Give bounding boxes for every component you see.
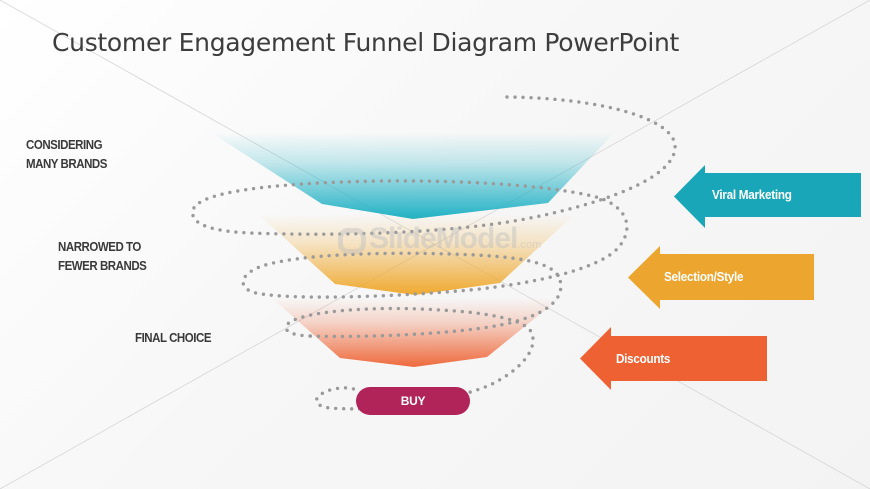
arrow-viral-marketing: Viral Marketing xyxy=(674,165,861,228)
watermark: SlideModel.com xyxy=(338,222,541,256)
stage-label-line: CONSIDERING xyxy=(26,138,103,152)
spiral-segment xyxy=(190,95,677,339)
arrow-discounts: Discounts xyxy=(580,327,767,390)
stage-label-narrowed: NARROWED TO FEWER BRANDS xyxy=(58,238,147,276)
funnel-layer-considering xyxy=(210,132,615,219)
stage-label-line: MANY BRANDS xyxy=(26,157,107,171)
dotted-spiral-path xyxy=(190,95,677,411)
stage-label-final-choice: FINAL CHOICE xyxy=(135,329,212,348)
arrow-label: Viral Marketing xyxy=(712,187,792,202)
stage-label-line: FINAL CHOICE xyxy=(135,331,212,345)
arrow-label: Discounts xyxy=(616,351,671,366)
left-arrow-icon xyxy=(580,327,767,390)
spiral-segment xyxy=(284,306,535,411)
funnel-layer-final-choice xyxy=(272,298,560,367)
left-arrow-icon xyxy=(674,165,861,228)
watermark-tld: .com xyxy=(517,239,542,251)
arrow-selection-style: Selection/Style xyxy=(628,246,814,309)
stage-label-line: FEWER BRANDS xyxy=(58,259,147,273)
buy-button[interactable]: BUY xyxy=(356,387,470,415)
stage-label-line: NARROWED TO xyxy=(58,240,141,254)
watermark-name: SlideModel xyxy=(369,222,518,255)
left-arrow-icon xyxy=(628,246,814,309)
arrow-label: Selection/Style xyxy=(664,269,744,284)
stage-label-considering: CONSIDERING MANY BRANDS xyxy=(26,136,107,174)
slide-title: Customer Engagement Funnel Diagram Power… xyxy=(52,28,680,57)
watermark-logo-icon xyxy=(338,228,366,254)
